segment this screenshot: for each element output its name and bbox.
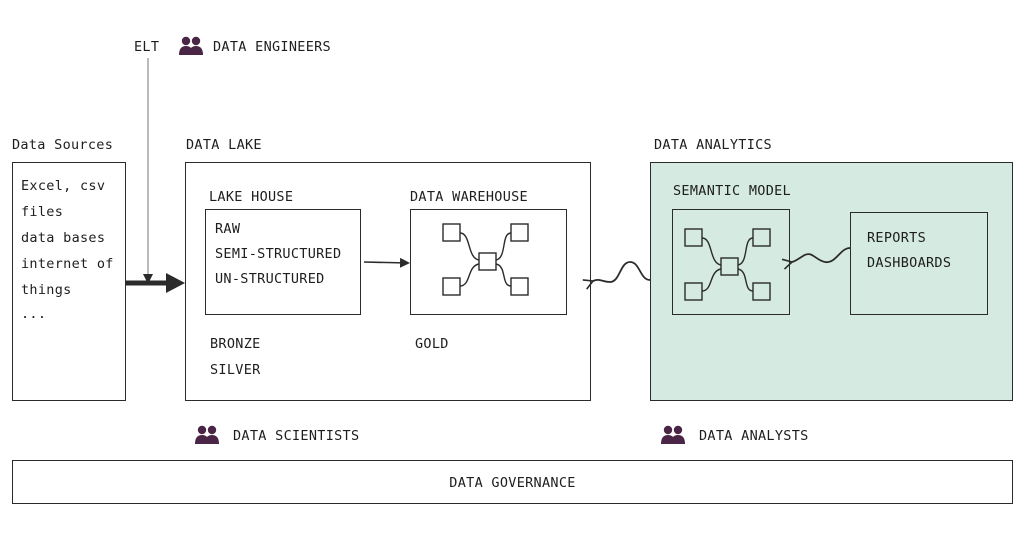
data-sources-title: Data Sources <box>12 137 114 153</box>
data-scientists-label: DATA SCIENTISTS <box>233 428 360 444</box>
people-icon <box>661 425 685 444</box>
lake-house-item: UN-STRUCTURED <box>215 271 325 287</box>
elt-label: ELT <box>134 39 160 55</box>
source-item: things <box>21 282 72 298</box>
lakehouse-to-warehouse-arrow <box>363 257 410 268</box>
data-engineers-label: DATA ENGINEERS <box>213 39 331 55</box>
source-item: internet of <box>21 256 114 272</box>
data-lake-title: DATA LAKE <box>186 137 262 153</box>
lake-house-box: RAW SEMI-STRUCTURED UN-STRUCTURED <box>205 209 361 315</box>
dashboards-label: DASHBOARDS <box>867 255 952 271</box>
data-analytics-title: DATA ANALYTICS <box>654 137 772 153</box>
reports-box: REPORTS DASHBOARDS <box>850 212 988 315</box>
gold-label: GOLD <box>415 336 449 352</box>
reports-to-model-arrow <box>781 247 851 270</box>
data-governance-label: DATA GOVERNANCE <box>449 475 576 491</box>
data-governance-bar: DATA GOVERNANCE <box>12 460 1013 504</box>
lake-house-item: RAW <box>215 221 241 237</box>
source-item: files <box>21 204 64 220</box>
data-sources-box: Excel, csv files data bases internet of … <box>12 162 126 401</box>
people-icon <box>195 425 219 444</box>
lake-house-item: SEMI-STRUCTURED <box>215 246 342 262</box>
semantic-model-box <box>672 209 790 315</box>
data-analysts-label: DATA ANALYSTS <box>699 428 809 444</box>
semantic-model-icon <box>684 228 771 301</box>
data-warehouse-box <box>410 209 567 315</box>
data-warehouse-title: DATA WAREHOUSE <box>410 189 528 205</box>
source-item: data bases <box>21 230 106 246</box>
source-item: ... <box>21 306 47 322</box>
silver-label: SILVER <box>210 362 261 378</box>
reports-label: REPORTS <box>867 230 926 246</box>
source-item: Excel, csv <box>21 178 106 194</box>
analytics-to-lake-arrow <box>582 261 651 290</box>
semantic-model-title: SEMANTIC MODEL <box>673 183 791 199</box>
people-icon <box>179 36 203 55</box>
star-schema-icon <box>442 223 529 296</box>
lake-house-title: LAKE HOUSE <box>209 189 294 205</box>
bronze-label: BRONZE <box>210 336 261 352</box>
ingest-arrow-head <box>166 273 185 293</box>
